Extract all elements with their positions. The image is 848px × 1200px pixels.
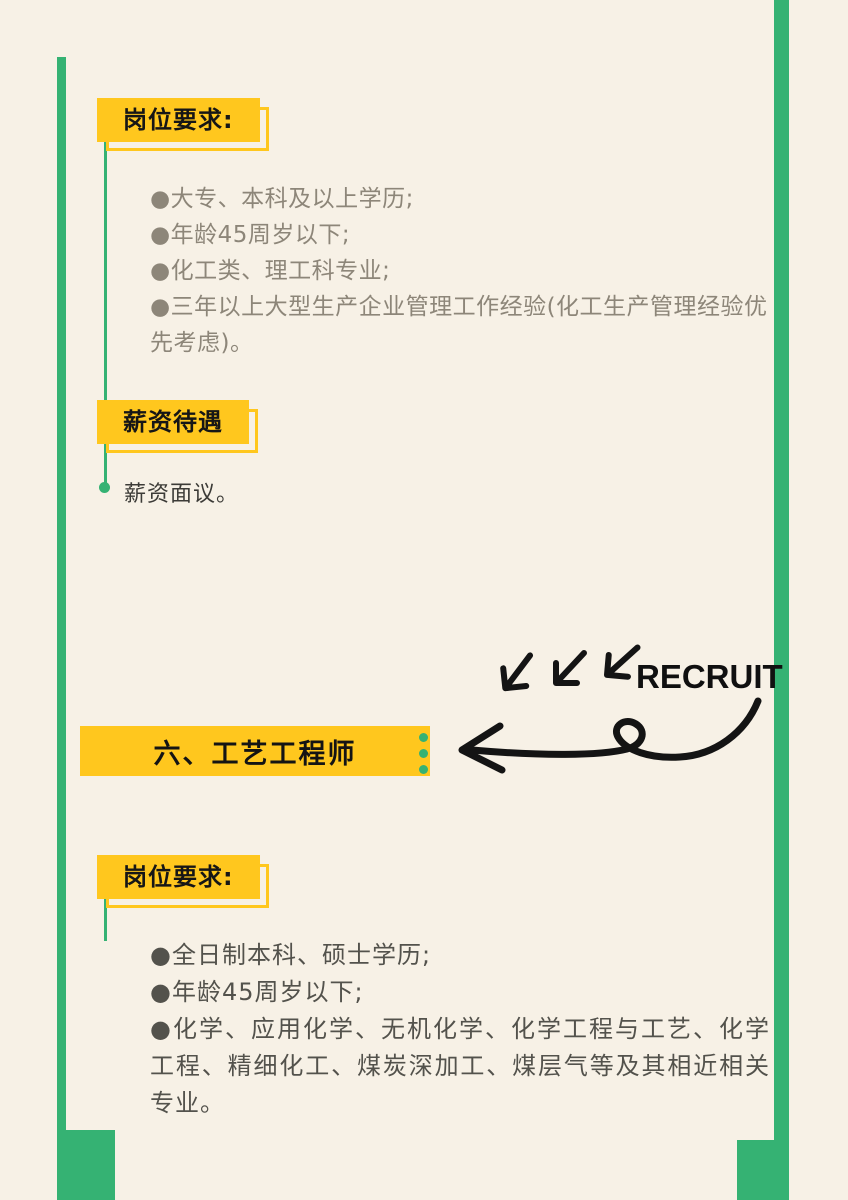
down-left-arrow-icon bbox=[553, 650, 587, 686]
list-item: ●全日制本科、硕士学历; bbox=[150, 941, 432, 969]
timeline-connector-salary bbox=[104, 444, 107, 488]
list-item: ●年龄45周岁以下; bbox=[150, 222, 351, 248]
recruit-label: RECRUIT bbox=[636, 658, 783, 695]
requirements-list-top: ●大专、本科及以上学历; ●年龄45周岁以下; ●化工类、理工科专业; ●三年以… bbox=[150, 181, 772, 361]
bottom-right-green-block bbox=[737, 1140, 789, 1200]
green-dot bbox=[419, 733, 428, 742]
list-item: ●化工类、理工科专业; bbox=[150, 258, 391, 284]
list-item: ●年龄45周岁以下; bbox=[150, 978, 364, 1006]
salary-note: 薪资面议。 bbox=[124, 482, 240, 507]
requirements-badge-bottom: 岗位要求: bbox=[97, 855, 269, 908]
left-green-bar bbox=[57, 57, 66, 1200]
list-item: ●大专、本科及以上学历; bbox=[150, 186, 414, 212]
curved-arrow-icon bbox=[458, 697, 762, 774]
requirements-badge-top: 岗位要求: bbox=[97, 98, 269, 151]
timeline-connector-bottom bbox=[104, 899, 107, 941]
requirements-list-bottom: ●全日制本科、硕士学历; ●年龄45周岁以下; ●化学、应用化学、无机化学、化学… bbox=[150, 937, 770, 1122]
salary-badge: 薪资待遇 bbox=[97, 400, 258, 453]
green-dot bbox=[419, 765, 428, 774]
right-green-bar bbox=[774, 0, 789, 1200]
timeline-connector-top bbox=[104, 142, 107, 400]
list-item: ●三年以上大型生产企业管理工作经验(化工生产管理经验优先考虑)。 bbox=[150, 294, 768, 356]
list-item: ●化学、应用化学、无机化学、化学工程与工艺、化学工程、精细化工、煤炭深加工、煤层… bbox=[150, 1015, 770, 1117]
bottom-left-green-block bbox=[57, 1130, 115, 1200]
down-left-arrow-icon bbox=[500, 652, 534, 692]
salary-bullet-dot bbox=[99, 482, 110, 493]
banner-dots bbox=[419, 733, 428, 774]
green-dot bbox=[419, 749, 428, 758]
position-banner: 六、工艺工程师 bbox=[80, 726, 430, 776]
down-left-arrow-icon bbox=[603, 644, 641, 680]
